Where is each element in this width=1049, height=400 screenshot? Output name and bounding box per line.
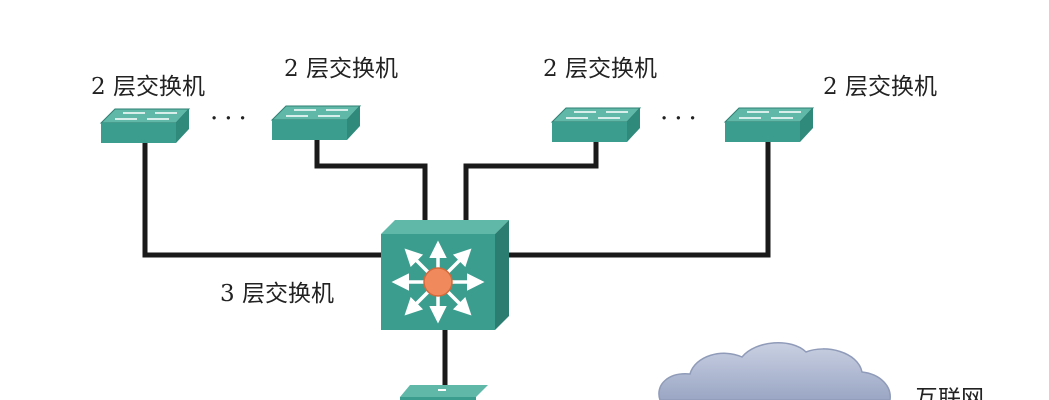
cloud-icon [658,341,891,400]
links [142,140,771,400]
layer3-switch-icon [381,220,509,330]
switch-icon [270,105,362,140]
switch-label-3: 2 层交换机 [543,56,657,82]
switch-icon [550,107,642,142]
link-switch1-to-core [142,143,382,258]
switch-label-4: 2 层交换机 [823,74,937,100]
core-switch-label: 3 层交换机 [220,281,334,307]
switch-label-2: 2 层交换机 [284,56,398,82]
link-switch4-to-core [508,142,771,258]
link-switch2-to-core [314,140,428,222]
link-switch3-to-core [463,142,599,222]
ellipsis-left: ··· [210,104,253,134]
internet-label: 互联网 [915,386,984,400]
switch-label-1: 2 层交换机 [91,74,205,100]
switch-icon [400,385,488,400]
switch-icon [723,107,815,142]
switch-icon [99,108,191,143]
ellipsis-right: ··· [660,104,703,134]
